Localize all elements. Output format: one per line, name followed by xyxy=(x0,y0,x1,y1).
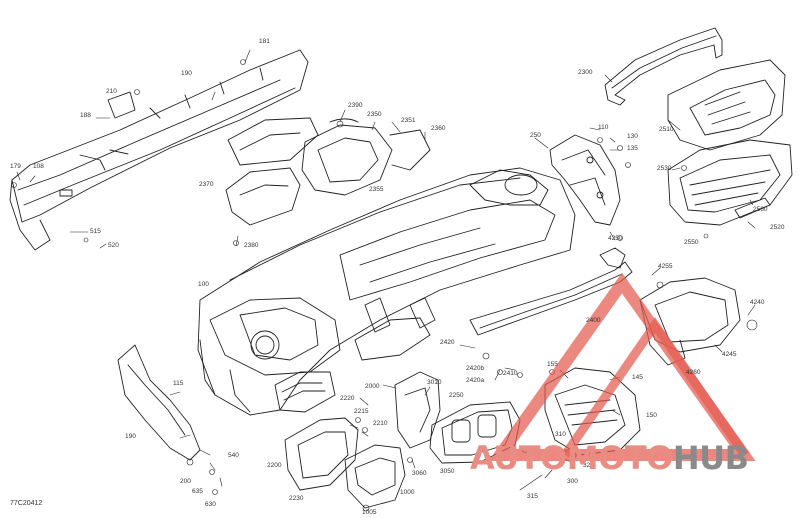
part-label: 190 xyxy=(125,433,136,440)
part-label: 2230 xyxy=(289,495,304,502)
part-label: 2351 xyxy=(401,117,416,124)
part-label: 320 xyxy=(583,462,594,469)
part-label: 4240 xyxy=(750,299,765,306)
watermark-moto: MOTO xyxy=(566,439,674,477)
lower-cover-2200 xyxy=(284,417,359,491)
part-label: 4245 xyxy=(722,351,737,358)
part-label: 300 xyxy=(567,478,578,485)
part-label: 179 xyxy=(10,163,21,170)
part-label: 2000 xyxy=(365,383,380,390)
part-label: 310 xyxy=(555,431,566,438)
part-label: 2520 xyxy=(770,224,785,231)
part-label: 2420b xyxy=(466,365,485,372)
upper-support-frame xyxy=(9,49,309,251)
part-label: 2370 xyxy=(199,181,214,188)
part-label: 540 xyxy=(228,452,239,459)
part-label: 2420 xyxy=(440,339,455,346)
part-label: 115 xyxy=(173,380,184,387)
part-label: 135 xyxy=(627,145,638,152)
part-label: 2360 xyxy=(431,125,446,132)
diagram-code: 77C20412 xyxy=(10,500,43,507)
part-label: 3050 xyxy=(440,468,455,475)
part-label: 315 xyxy=(527,493,538,500)
part-label: 188 xyxy=(80,112,91,119)
glovebox-bin-2550 xyxy=(667,139,793,226)
part-label: 2355 xyxy=(369,186,384,193)
part-label: 1005 xyxy=(362,509,377,516)
part-label: 155 xyxy=(547,361,558,368)
part-label: 630 xyxy=(205,501,216,508)
grab-handle-2300 xyxy=(604,27,723,106)
part-label: 2390 xyxy=(348,102,363,109)
part-label: 635 xyxy=(192,488,203,495)
part-label: 2215 xyxy=(354,408,369,415)
part-label: 150 xyxy=(646,412,657,419)
pocket-1000 xyxy=(344,444,406,509)
part-label: 3060 xyxy=(412,470,427,477)
part-label: 108 xyxy=(33,163,44,170)
watermark-triangle-logo xyxy=(488,272,756,461)
cover-2370 xyxy=(225,117,319,226)
watermark-hub: HUB xyxy=(672,439,749,477)
bezel-2350 xyxy=(301,118,431,196)
part-label: 250 xyxy=(530,132,541,139)
part-label: 4250 xyxy=(608,235,623,242)
watermark-text: AUTOMOTOHUB xyxy=(470,442,749,474)
part-label: 100 xyxy=(198,281,209,288)
bracket-2000 xyxy=(394,371,441,449)
part-label: 4255 xyxy=(658,263,673,270)
cross-tube-2400 xyxy=(469,247,633,336)
part-label: 520 xyxy=(108,242,119,249)
side-bracket-250 xyxy=(549,134,621,226)
part-label: 2300 xyxy=(578,69,593,76)
part-label: 200 xyxy=(180,478,191,485)
side-panel-190 xyxy=(117,344,201,461)
part-label: 2350 xyxy=(367,111,382,118)
part-label: 515 xyxy=(90,228,101,235)
part-label: 4260 xyxy=(686,369,701,376)
part-label: 190 xyxy=(181,70,192,77)
part-label: 2380 xyxy=(244,242,259,249)
watermark-auto: AUTO xyxy=(470,439,567,477)
part-label: 130 xyxy=(627,133,638,140)
part-label: 181 xyxy=(259,38,270,45)
part-label: 2510 xyxy=(659,126,674,133)
main-dashboard-body xyxy=(197,167,576,416)
part-label: 2410 xyxy=(503,370,518,377)
part-label: 110 xyxy=(598,124,609,131)
part-label: 2220 xyxy=(340,395,355,402)
part-label: 2530 xyxy=(657,165,672,172)
part-label: 1000 xyxy=(400,489,415,496)
glovebox-lid-2510 xyxy=(667,59,786,151)
part-label: 2560 xyxy=(753,206,768,213)
part-label: 2420a xyxy=(466,377,485,384)
part-label: 2250 xyxy=(449,392,464,399)
part-label: 145 xyxy=(632,374,643,381)
part-label: 2550 xyxy=(684,239,699,246)
part-label: 3010 xyxy=(427,379,442,386)
part-label: 2400 xyxy=(586,317,601,324)
part-label: 2200 xyxy=(267,462,282,469)
part-label: 210 xyxy=(106,88,117,95)
part-label: 2210 xyxy=(373,420,388,427)
